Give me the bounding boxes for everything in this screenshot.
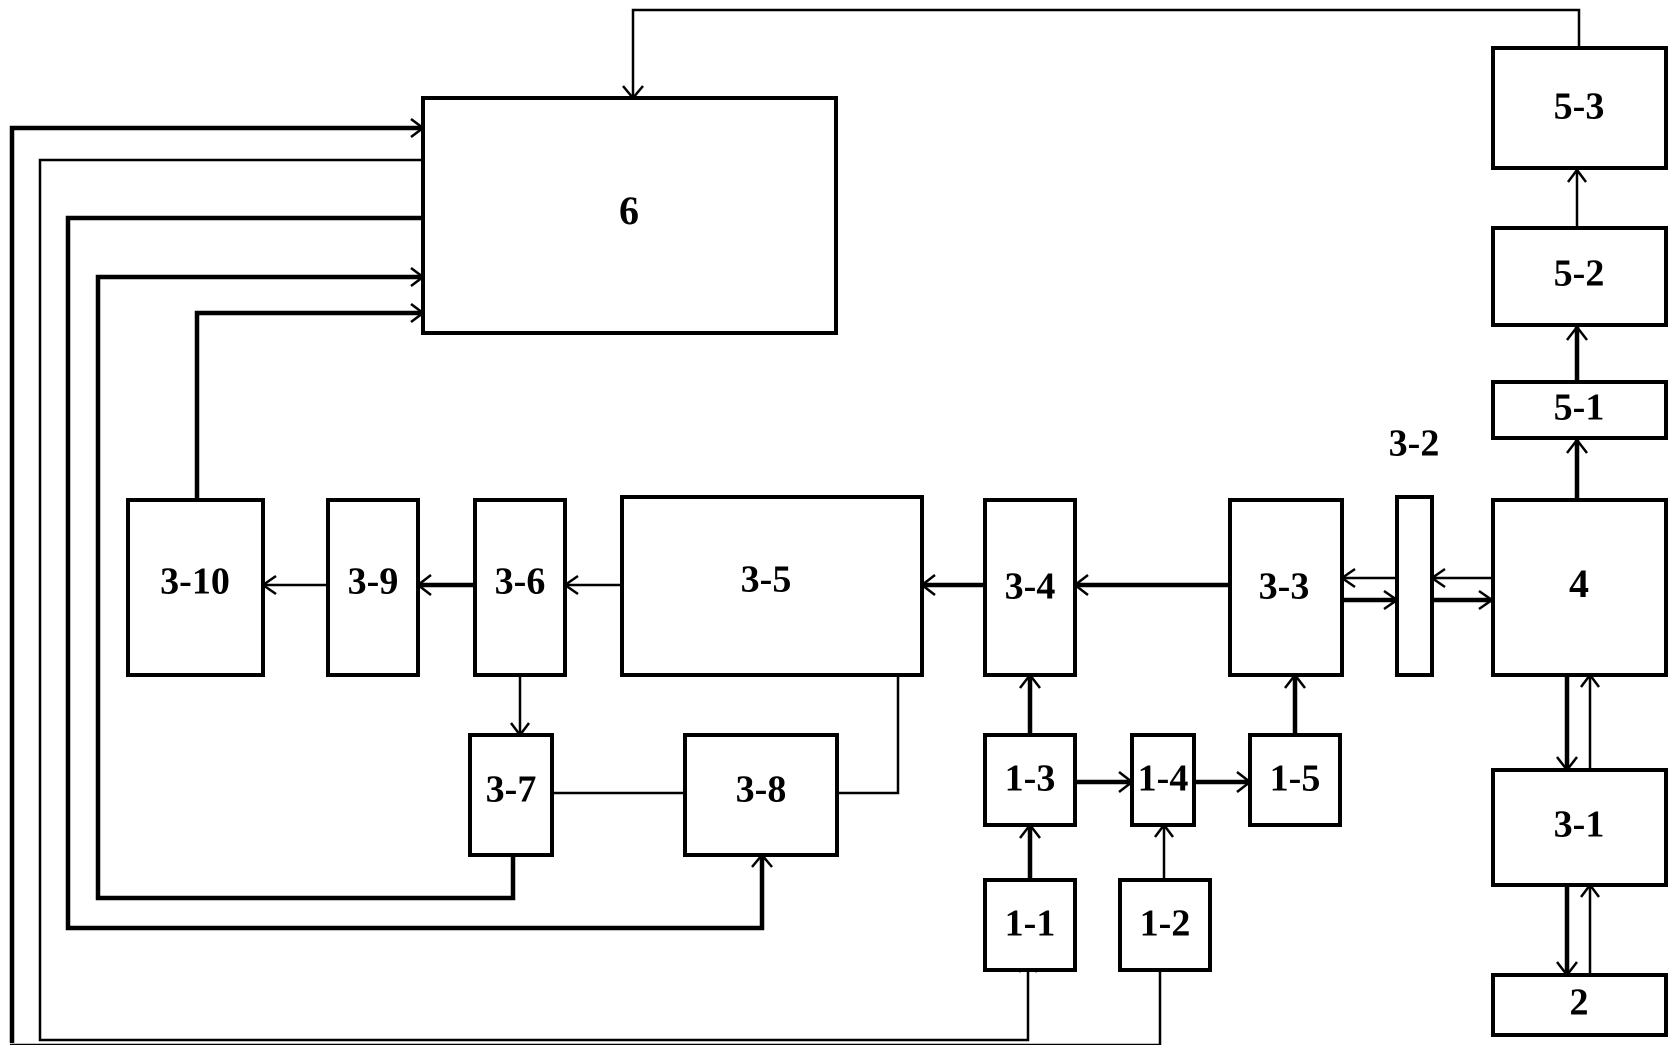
block-5-3: 5-3 — [1491, 46, 1668, 170]
block-1-1-label: 1-1 — [1005, 903, 1056, 945]
connector-6-to-3-8 — [65, 215, 765, 931]
block-1-5-label: 1-5 — [1270, 758, 1321, 800]
block-3-2-label: 3-2 — [1389, 423, 1440, 465]
block-6: 6 — [421, 96, 838, 335]
block-3-2: 3-2 — [1389, 423, 1440, 677]
block-1-2-label: 1-2 — [1140, 903, 1191, 945]
block-4-label: 4 — [1569, 561, 1589, 606]
block-1-4: 1-4 — [1130, 733, 1196, 827]
block-3-6-label: 3-6 — [495, 561, 546, 603]
connector-loop-outer — [9, 125, 423, 1043]
connector-6-to-1-1 — [38, 158, 1030, 1042]
block-3-9: 3-9 — [326, 498, 420, 677]
block-1-1: 1-1 — [983, 878, 1077, 972]
connector-3-7-to-6 — [95, 274, 516, 901]
block-3-4: 3-4 — [983, 498, 1077, 677]
block-4: 4 — [1491, 498, 1668, 677]
block-3-8-label: 3-8 — [736, 769, 787, 811]
block-3-10-label: 3-10 — [160, 561, 230, 603]
block-3-8: 3-8 — [683, 733, 839, 857]
block-3-4-label: 3-4 — [1005, 566, 1056, 608]
connector-3-10-to-6 — [194, 310, 423, 500]
block-5-2-label: 5-2 — [1554, 253, 1605, 295]
block-6-label: 6 — [619, 188, 639, 233]
connector-5-3-to-6 — [631, 8, 1581, 98]
block-2-label: 2 — [1570, 982, 1589, 1024]
block-1-3: 1-3 — [983, 733, 1077, 827]
block-3-1-label: 3-1 — [1554, 804, 1605, 846]
block-1-2: 1-2 — [1118, 878, 1212, 972]
block-3-5: 3-5 — [620, 495, 924, 677]
block-3-9-label: 3-9 — [348, 561, 399, 603]
block-3-1: 3-1 — [1491, 768, 1668, 887]
block-5-1: 5-1 — [1491, 380, 1668, 440]
block-3-3: 3-3 — [1228, 498, 1344, 677]
block-5-3-label: 5-3 — [1554, 86, 1605, 128]
connector-3-5-to-3-8 — [837, 675, 900, 795]
block-1-5: 1-5 — [1248, 733, 1342, 827]
block-1-4-label: 1-4 — [1138, 758, 1189, 800]
block-3-10: 3-10 — [126, 498, 265, 677]
block-3-6: 3-6 — [473, 498, 567, 677]
block-2: 2 — [1491, 973, 1668, 1037]
block-1-3-label: 1-3 — [1005, 758, 1056, 800]
blocks: 6 5-3 5-2 5-1 3-2 4 3-1 2 — [126, 46, 1668, 1037]
block-3-3-label: 3-3 — [1259, 566, 1310, 608]
block-3-7: 3-7 — [468, 733, 554, 857]
connections — [9, 8, 1600, 1045]
block-5-2: 5-2 — [1491, 226, 1668, 327]
block-5-1-label: 5-1 — [1554, 387, 1605, 429]
block-3-7-label: 3-7 — [486, 769, 537, 811]
block-3-5-label: 3-5 — [741, 559, 792, 601]
